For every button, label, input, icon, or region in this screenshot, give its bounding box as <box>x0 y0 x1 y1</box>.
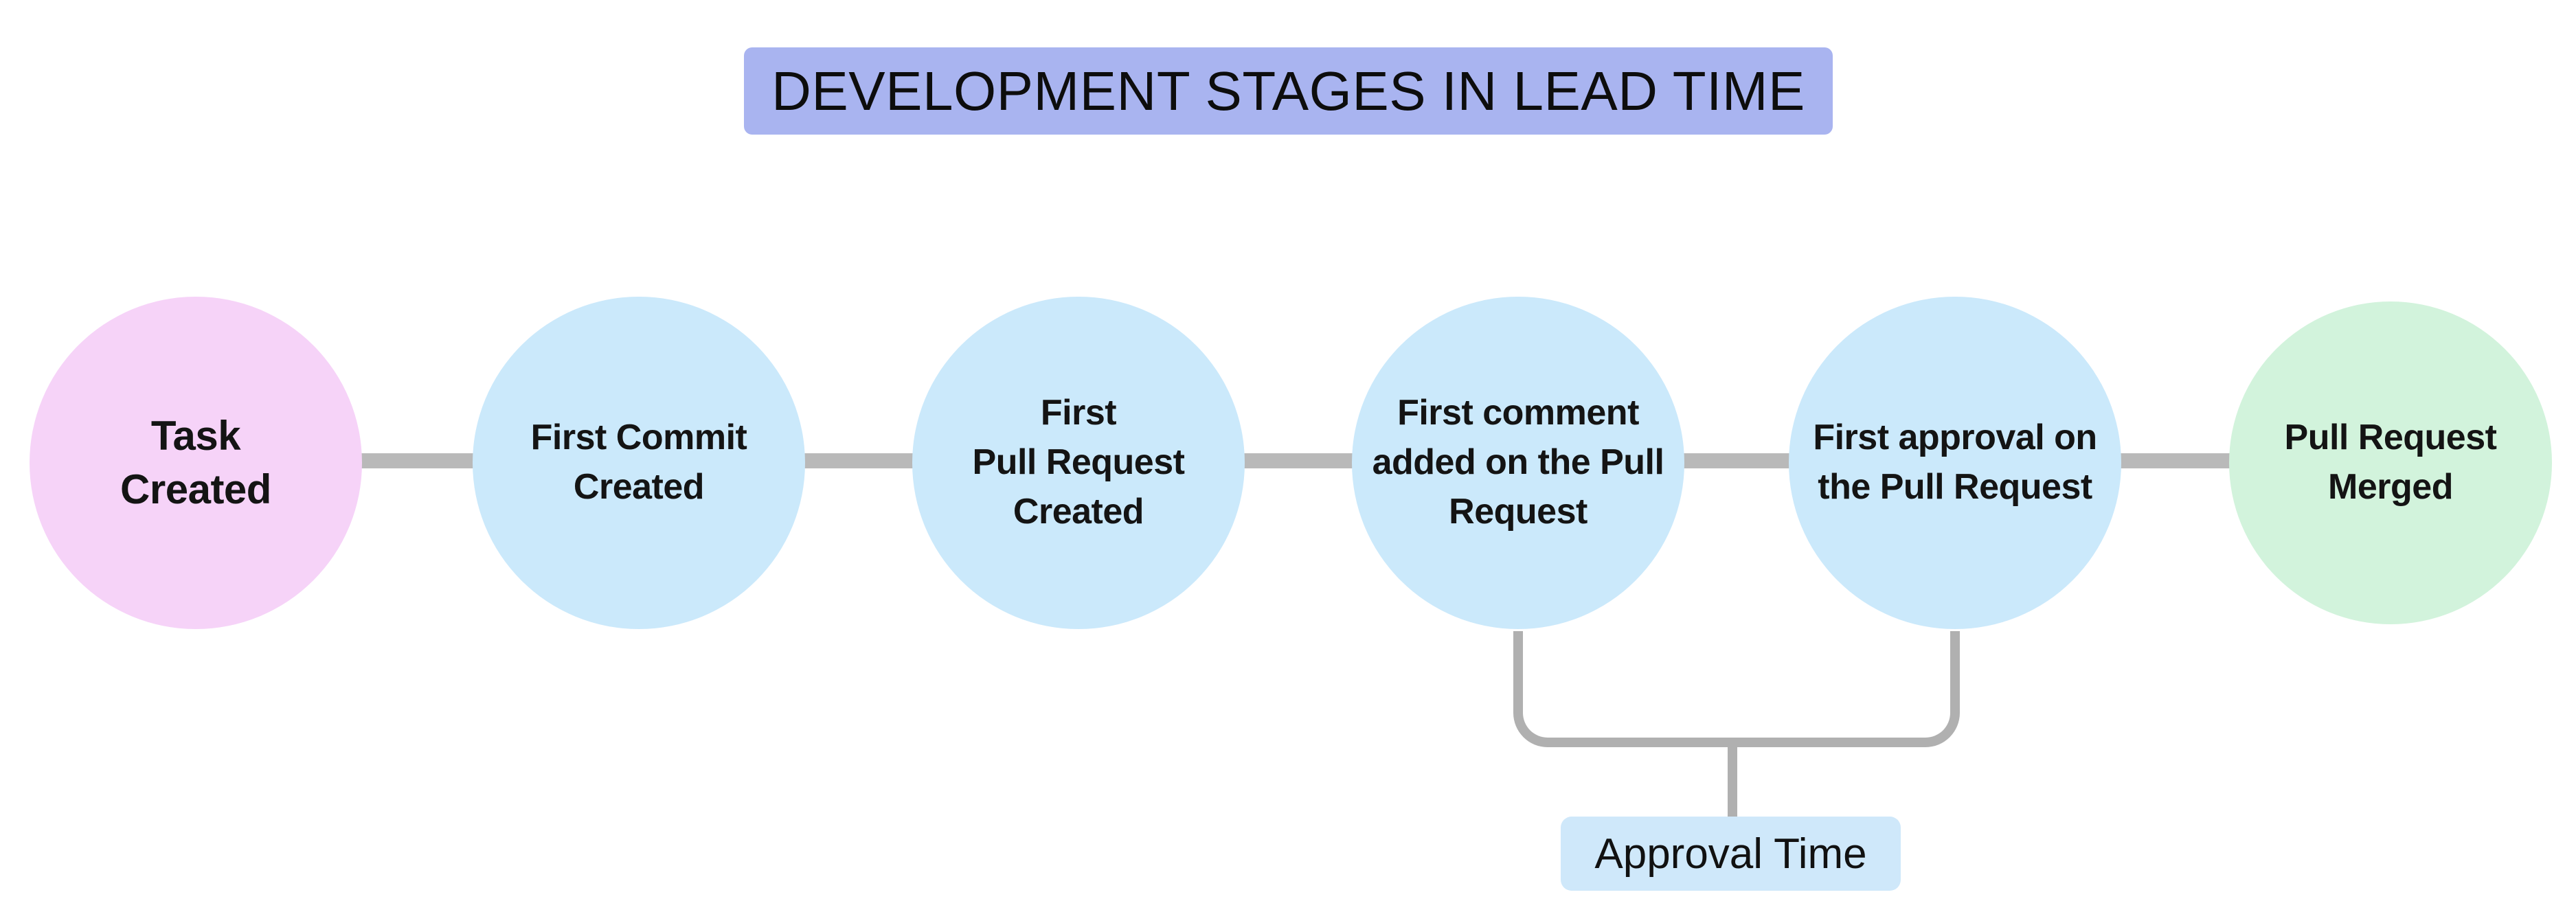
stage-label: First approval on the Pull Request <box>1813 418 2097 507</box>
stage-task-created: Task Created <box>30 297 362 629</box>
stage-label: First Pull Request Created <box>972 393 1185 532</box>
stage-label: First Commit Created <box>530 418 747 507</box>
page-title: DEVELOPMENT STAGES IN LEAD TIME <box>771 60 1805 122</box>
approval-time-bracket-stem <box>1728 738 1737 819</box>
stage-pull-request-merged: Pull Request Merged <box>2229 301 2552 624</box>
stage-first-comment-added: First comment added on the Pull Request <box>1352 297 1684 629</box>
stage-first-approval: First approval on the Pull Request <box>1789 297 2121 629</box>
approval-time-badge: Approval Time <box>1561 817 1901 891</box>
stage-first-commit-created: First Commit Created <box>473 297 805 629</box>
approval-time-bracket <box>1513 631 1960 747</box>
stage-label: Pull Request Merged <box>2284 418 2497 507</box>
approval-time-label: Approval Time <box>1594 830 1867 878</box>
stage-label: Task Created <box>120 413 271 512</box>
stage-first-pull-request-created: First Pull Request Created <box>912 297 1245 629</box>
title-banner: DEVELOPMENT STAGES IN LEAD TIME <box>744 47 1833 135</box>
stage-label: First comment added on the Pull Request <box>1372 393 1664 532</box>
